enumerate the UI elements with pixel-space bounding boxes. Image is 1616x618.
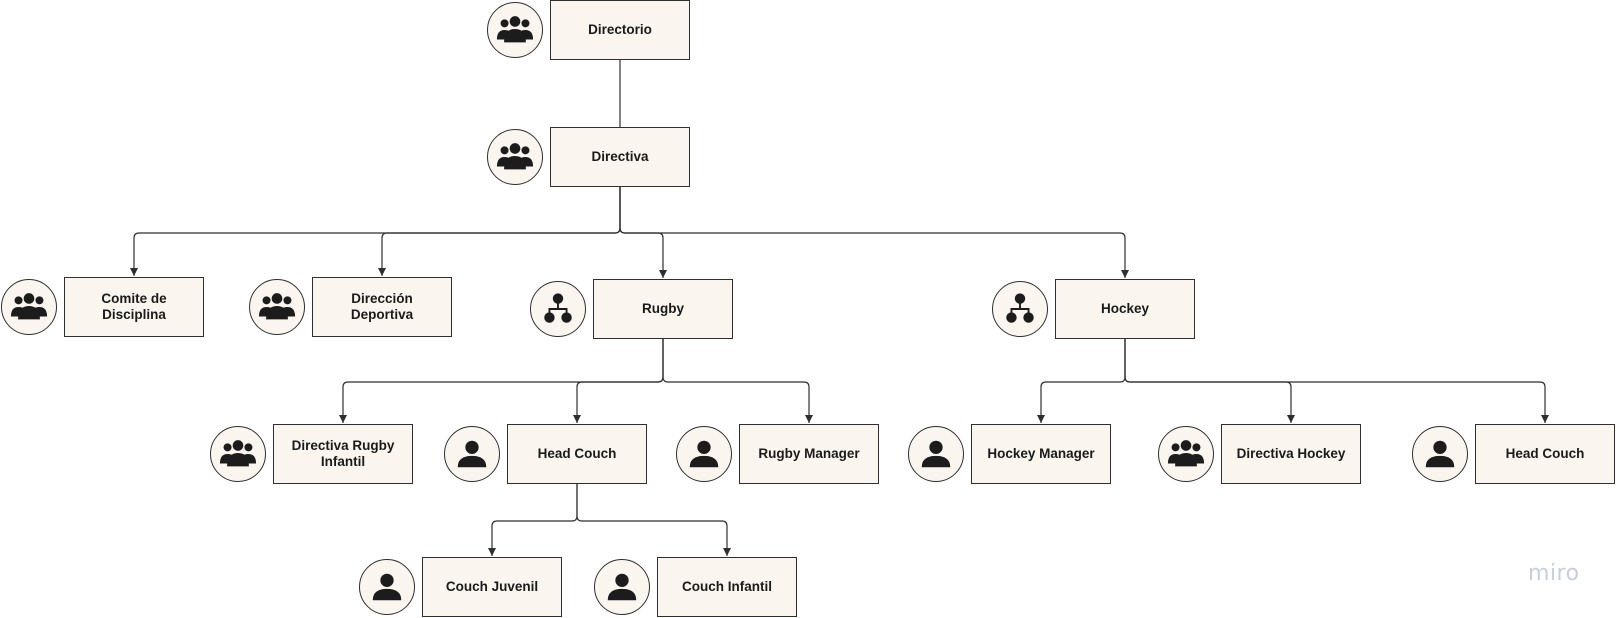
node-directorio[interactable]: Directorio (550, 0, 690, 60)
node-label: Directiva (591, 149, 649, 164)
node-label: Head Couch (537, 446, 617, 461)
node-label: Dirección Deportiva (350, 291, 414, 322)
node-label: Rugby Manager (758, 446, 860, 461)
person-icon (1412, 426, 1468, 482)
node-couch-juvenil[interactable]: Couch Juvenil (422, 557, 562, 617)
miro-watermark: miro (1528, 561, 1580, 586)
person-icon (359, 559, 415, 615)
node-hockey[interactable]: Hockey (1055, 279, 1195, 339)
node-label: Rugby (642, 301, 684, 316)
group-icon (249, 279, 305, 335)
node-label: Hockey (1100, 301, 1150, 316)
group-icon (210, 426, 266, 482)
connector-head-couch-rugby-to-couch-infantil (576, 484, 731, 556)
connector-rugby-to-rugby-manager (662, 339, 813, 423)
node-comite[interactable]: Comite de Disciplina (64, 277, 204, 337)
connector-rugby-to-dir-rugby-inf (339, 339, 664, 423)
connector-directiva-to-comite (130, 187, 621, 276)
node-label: Directiva Rugby Infantil (291, 438, 395, 469)
connector-hockey-to-head-couch-hockey (1124, 339, 1549, 423)
connector-directiva-to-direccion (378, 187, 621, 276)
node-label: Head Couch (1505, 446, 1585, 461)
node-label: Couch Infantil (682, 579, 772, 594)
node-label: Directiva Hockey (1236, 446, 1346, 461)
node-head-couch-rugby[interactable]: Head Couch (507, 424, 647, 484)
node-label: Hockey Manager (987, 446, 1095, 461)
node-label: Couch Juvenil (445, 579, 539, 594)
person-icon (908, 426, 964, 482)
person-icon (676, 426, 732, 482)
node-rugby[interactable]: Rugby (593, 279, 733, 339)
group-icon (1158, 426, 1214, 482)
connector-rugby-to-head-couch-rugby (573, 339, 664, 423)
node-dir-rugby-inf[interactable]: Directiva Rugby Infantil (273, 424, 413, 484)
connector-head-couch-rugby-to-couch-juvenil (488, 484, 578, 556)
org-structure-icon (530, 281, 586, 337)
node-label: Directorio (588, 22, 652, 37)
node-rugby-manager[interactable]: Rugby Manager (739, 424, 879, 484)
node-dir-hockey[interactable]: Directiva Hockey (1221, 424, 1361, 484)
node-label: Comite de Disciplina (101, 291, 167, 322)
org-structure-icon (992, 281, 1048, 337)
node-head-couch-hockey[interactable]: Head Couch (1475, 424, 1615, 484)
group-icon (487, 129, 543, 185)
person-icon (444, 426, 500, 482)
node-directiva[interactable]: Directiva (550, 127, 690, 187)
group-icon (487, 2, 543, 58)
connector-hockey-to-dir-hockey (1124, 339, 1295, 423)
node-direccion[interactable]: Dirección Deportiva (312, 277, 452, 337)
group-icon (1, 279, 57, 335)
node-couch-infantil[interactable]: Couch Infantil (657, 557, 797, 617)
person-icon (594, 559, 650, 615)
connector-directiva-to-hockey (619, 187, 1129, 278)
connector-hockey-to-hockey-manager (1037, 339, 1126, 423)
node-hockey-manager[interactable]: Hockey Manager (971, 424, 1111, 484)
